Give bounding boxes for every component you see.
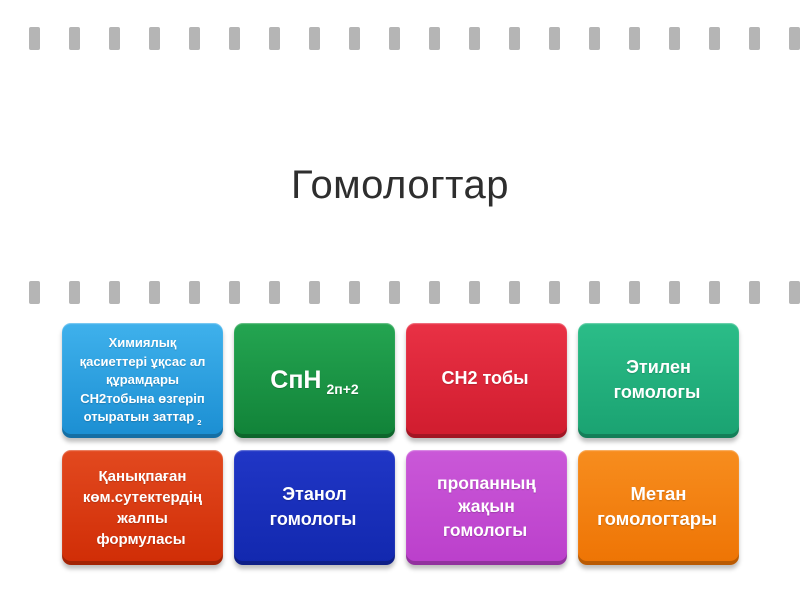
film-strip-hole: [789, 27, 800, 50]
tile-label: Этанол гомологы: [269, 484, 357, 529]
film-strip-hole: [509, 281, 520, 304]
film-strip-hole: [589, 27, 600, 50]
tile-label: СпН: [270, 365, 322, 394]
tile-subscript: 2п+2: [326, 380, 359, 397]
tiles-grid: Химиялық қасиеттері ұқсас ал құрамдары C…: [62, 323, 739, 565]
film-strip-hole: [669, 27, 680, 50]
match-tile-3[interactable]: CH2 тобы: [406, 323, 567, 438]
film-strip-hole: [309, 281, 320, 304]
film-strip-hole: [389, 281, 400, 304]
tile-label: Этилен гомологы: [613, 357, 701, 402]
match-tile-8[interactable]: Метан гомологтары: [578, 450, 739, 565]
page-title: Гомологтар: [290, 162, 510, 207]
tile-subscript: 2: [197, 417, 202, 427]
film-strip-hole: [589, 281, 600, 304]
film-strip-hole: [149, 27, 160, 50]
film-strip-hole: [229, 27, 240, 50]
tile-label: Қанықпаған көм.сутектердің жалпы формула…: [82, 467, 203, 548]
film-strip-hole: [669, 281, 680, 304]
film-strip-hole: [69, 281, 80, 304]
film-strip-hole: [429, 27, 440, 50]
tile-label: Химиялық қасиеттері ұқсас ал құрамдары C…: [79, 335, 206, 425]
film-strip-hole: [509, 27, 520, 50]
film-strip-hole: [149, 281, 160, 304]
film-strip-hole: [549, 281, 560, 304]
match-tile-4[interactable]: Этилен гомологы: [578, 323, 739, 438]
film-strip-hole: [349, 281, 360, 304]
match-tile-7[interactable]: пропанның жақын гомологы: [406, 450, 567, 565]
film-strip-hole: [189, 27, 200, 50]
film-strip-hole: [789, 281, 800, 304]
film-strip-hole: [29, 281, 40, 304]
match-tile-5[interactable]: Қанықпаған көм.сутектердің жалпы формула…: [62, 450, 223, 565]
film-strip-hole: [549, 27, 560, 50]
film-strip-hole: [109, 27, 120, 50]
film-strip-hole: [629, 27, 640, 50]
film-strip-hole: [109, 281, 120, 304]
film-strip-hole: [469, 281, 480, 304]
film-strip-hole: [709, 27, 720, 50]
match-tile-1[interactable]: Химиялық қасиеттері ұқсас ал құрамдары C…: [62, 323, 223, 438]
film-strip-hole: [309, 27, 320, 50]
tile-label: Метан гомологтары: [597, 483, 717, 530]
tile-label: пропанның жақын гомологы: [437, 472, 536, 540]
film-strip-hole: [69, 27, 80, 50]
film-strip-hole: [709, 281, 720, 304]
film-strip-hole: [469, 27, 480, 50]
film-strip-hole: [629, 281, 640, 304]
film-strip-hole: [749, 27, 760, 50]
tile-label: CH2 тобы: [441, 368, 529, 389]
film-strip-hole: [349, 27, 360, 50]
film-strip-hole: [269, 27, 280, 50]
film-strip-hole: [389, 27, 400, 50]
film-strip-hole: [189, 281, 200, 304]
film-strip-top: [29, 27, 800, 50]
film-strip-hole: [749, 281, 760, 304]
film-strip-hole: [429, 281, 440, 304]
match-tile-6[interactable]: Этанол гомологы: [234, 450, 395, 565]
film-strip-hole: [29, 27, 40, 50]
film-strip-middle: [29, 281, 800, 304]
film-strip-hole: [229, 281, 240, 304]
film-strip-hole: [269, 281, 280, 304]
